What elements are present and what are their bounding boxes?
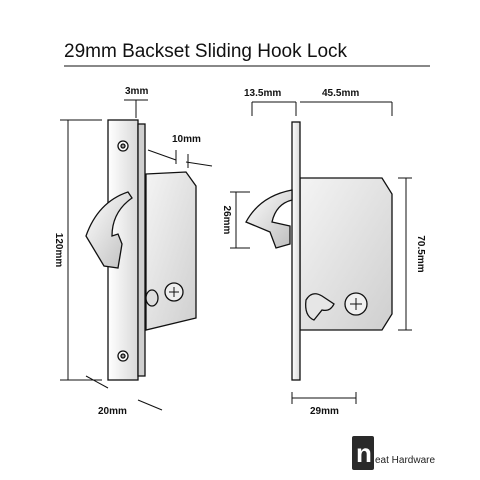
dim-thickness-label: 3mm [125, 86, 148, 97]
brand-logo: n eat Hardware [352, 436, 435, 470]
side-hook [245, 189, 293, 249]
front-key-slot [145, 289, 159, 307]
side-key-slot [305, 293, 335, 321]
front-hook [85, 191, 133, 269]
side-screw-cross [350, 298, 362, 310]
dim-faceplate-to-body-label: 13.5mm [244, 88, 281, 99]
dim-body-offset-label: 10mm [172, 134, 201, 145]
dim-body-height-label: 70.5mm [415, 235, 426, 272]
dim-body-width-label: 45.5mm [322, 88, 359, 99]
front-faceplate-edge [137, 123, 146, 377]
brand-logo-letter: n [356, 438, 372, 468]
brand-logo-text: eat Hardware [375, 455, 435, 466]
front-view: 3mm 10mm 120mm 20mm [53, 86, 213, 417]
dim-width-label: 20mm [98, 406, 127, 417]
side-faceplate [291, 121, 301, 381]
side-view: 13.5mm 45.5mm 26mm 70.5mm 29mm [221, 88, 426, 417]
dim-backset-label: 29mm [310, 406, 339, 417]
dim-height-label: 120mm [53, 233, 64, 268]
page-title: 29mm Backset Sliding Hook Lock [64, 41, 348, 62]
brand-logo-mark [352, 436, 374, 470]
dim-hook-label: 26mm [221, 206, 232, 235]
front-screw-cross [169, 287, 179, 297]
